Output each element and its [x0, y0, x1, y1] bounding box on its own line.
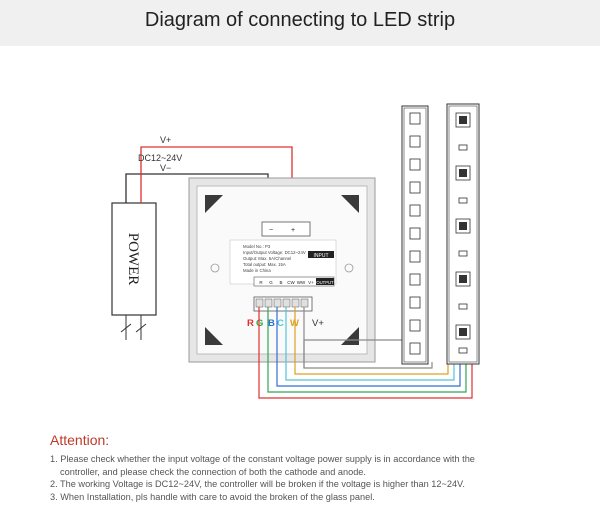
spec-line: Input/Output Voltage: DC12~24V — [243, 250, 306, 255]
attention-note: 3. When Installation, pls handle with ca… — [50, 491, 375, 502]
output-terminal-label: R — [259, 280, 263, 285]
attention-title: Attention: — [50, 432, 110, 448]
vplus-label: V+ — [160, 135, 171, 145]
channel-label-g: G — [256, 318, 263, 329]
output-terminal-label: G — [269, 280, 273, 285]
output-terminal-label: B — [279, 280, 282, 285]
output-terminal-label: V+ — [308, 280, 314, 285]
dc-voltage-label: DC12~24V — [138, 153, 182, 163]
output-terminal-label: CW — [287, 280, 295, 285]
spec-line: Output: Max. 5A/Channel — [243, 256, 291, 261]
output-terminal-label: WW — [297, 280, 306, 285]
page-title: Diagram of connecting to LED strip — [144, 9, 456, 31]
wiring-diagram: POWER V+ DC12~24V V− − + INPUT Model No.… — [111, 103, 480, 399]
spec-line: Total output: Max. 15A — [243, 262, 286, 267]
controller-panel: − + INPUT Model No.: P3 Input/Output Vol… — [188, 177, 376, 363]
channel-label-b: B — [268, 318, 275, 329]
attention-note: controller, and please check the connect… — [60, 466, 366, 477]
channel-label-vplus: V+ — [312, 318, 324, 329]
spec-line: Made in China — [243, 268, 271, 273]
led-strip-1 — [401, 105, 429, 365]
attention-note: 2. The working Voltage is DC12~24V, the … — [50, 479, 465, 489]
input-plus-sign: + — [291, 227, 295, 234]
attention-note: 1. Please check whether the input voltag… — [50, 454, 475, 464]
input-minus-sign: − — [269, 227, 273, 234]
output-wires — [258, 307, 473, 399]
led-strip-2 — [446, 103, 480, 365]
attention-section: Attention: 1. Please check whether the i… — [50, 432, 570, 503]
power-supply: POWER — [111, 202, 157, 340]
input-label: INPUT — [314, 253, 329, 259]
channel-label-r: R — [247, 318, 254, 329]
vminus-label: V− — [160, 163, 171, 173]
header-bar: Diagram of connecting to LED strip — [0, 0, 600, 46]
channel-label-c: C — [277, 318, 284, 329]
power-label: POWER — [125, 233, 141, 286]
spec-line: Model No.: P3 — [243, 244, 271, 249]
output-label: OUTPUT — [316, 280, 334, 285]
